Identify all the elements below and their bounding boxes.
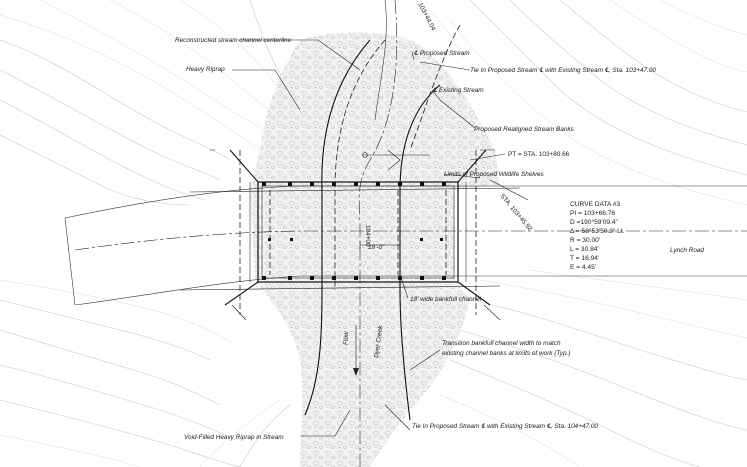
label-reconstructed-centerline: Reconstructed stream channel centerline [175, 37, 292, 44]
label-existing-stream: ℄ Existing Stream [433, 87, 484, 94]
label-proposed-stream: ℄ Proposed Stream [414, 50, 470, 57]
label-heavy-riprap: Heavy Riprap [186, 66, 225, 73]
label-dimension: 18'-0" [368, 244, 385, 251]
label-pc-station: STA. 103+45.92 [498, 193, 533, 233]
bridge-structure [210, 149, 501, 321]
curve-data-line: R = 30.00' [570, 237, 600, 244]
curve-data-block: CURVE DATA #3 PI = 103+66.76 D =190°59'0… [570, 201, 625, 271]
label-wildlife-shelves: Limits of Proposed Wildlife Shelves [444, 171, 545, 178]
curve-data-line: T = 16.94' [570, 255, 599, 262]
label-top-station: 103+44.04 [416, 2, 437, 33]
label-road-station: 104+00 [364, 225, 371, 247]
curve-data-line: PI = 103+66.76 [570, 210, 615, 217]
curve-data-line: D =190°59'09.4" [570, 218, 619, 226]
label-flow: Flow [343, 331, 350, 345]
label-realigned-banks: Proposed Realigned Stream Banks [474, 126, 575, 133]
curve-data-line: E = 4.45' [570, 264, 596, 271]
guardrail-posts [262, 182, 446, 280]
label-void-filled: Void-Filled Heavy Riprap in Stream [184, 434, 284, 441]
label-transition-line2: existing channel banks at limits of work… [442, 350, 570, 357]
curve-data-line: L = 30.84' [570, 246, 599, 253]
label-transition-line1: Transition bankfull channel width to mat… [442, 340, 561, 347]
lynch-road [64, 185, 747, 306]
label-bankfull-channel: 18' wide bankfull channel [410, 296, 482, 303]
label-dyer-creek: Dyer Creek [373, 325, 385, 359]
curve-data-title: CURVE DATA #3 [570, 201, 621, 208]
riprap-area [250, 32, 500, 467]
label-tie-in-bottom: Tie In Proposed Stream ℄ with Existing S… [412, 423, 598, 430]
leader-lines [232, 39, 529, 437]
label-tie-in-top: Tie In Proposed Stream ℄ with Existing S… [470, 67, 656, 74]
stream-channels [304, 0, 461, 467]
curve-data-line: Δ = 58°53'50.3" Lt. [570, 227, 625, 235]
label-pt-station: PT = STA. 103+80.66 [508, 151, 570, 158]
label-lynch-road: Lynch Road [670, 247, 704, 254]
